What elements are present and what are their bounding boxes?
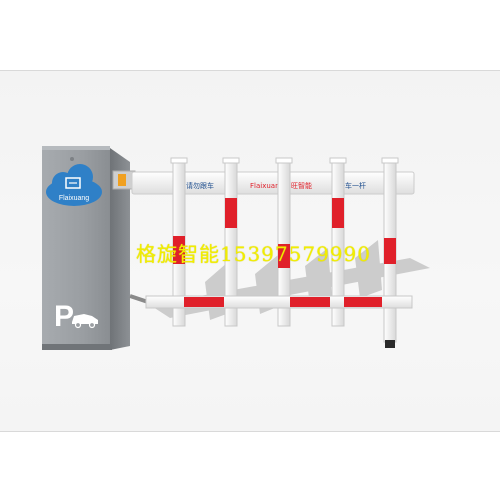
arm-slogan-right: 一车一杆 [338, 181, 366, 190]
barrier-cabinet: Flaixuang P [42, 146, 130, 350]
cloud-logo-icon [46, 164, 102, 206]
fence-post [170, 157, 188, 327]
arm-slogan-left: 请勿跟车 [186, 181, 214, 190]
fence-post [381, 157, 399, 348]
cabinet-brand: Flaixuang [59, 195, 89, 202]
fence-post [329, 157, 347, 327]
watermark-text: 格旋智能15397579990 [136, 242, 371, 266]
arm-hinge [112, 170, 149, 304]
fence-post [222, 157, 240, 327]
parking-sign-icon: P [54, 300, 74, 333]
lower-rail [145, 295, 413, 309]
car-icon [72, 314, 98, 329]
fence-post [275, 157, 293, 327]
